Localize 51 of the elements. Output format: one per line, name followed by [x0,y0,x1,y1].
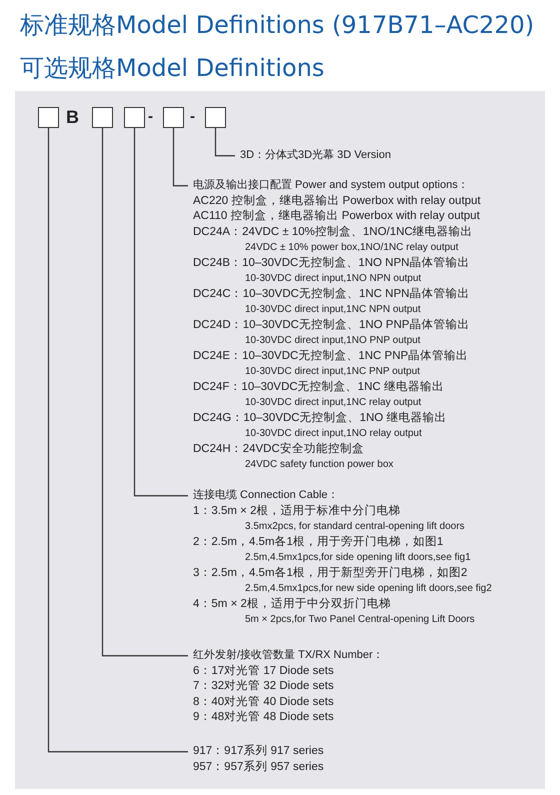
option-translation: 2.5m,4.5mx1pcs,for new side opening lift doors,see fig2 [244,582,492,596]
code-field-box [38,107,59,128]
connector-line [172,128,188,186]
option-text: DC24D：10–30VDC无控制盒、1NO PNP晶体管输出 [193,318,470,332]
option-text: 3D：分体式3D光幕 3D Version [240,148,391,163]
option-translation: 24VDC ± 10% power box,1NO/1NC relay output [244,241,458,255]
option-translation: 10-30VDC direct input,1NO relay output [244,427,422,441]
option-translation: 3.5mx2pcs, for standard central-opening lift doors [244,520,465,534]
code-field-box [124,107,145,128]
option-translation: 10-30VDC direct input,1NO PNP output [244,334,420,348]
option-text: 2：2.5m，4.5m各1根，用于旁开门电梯，如图1 [193,534,444,550]
option-text: DC24E：10–30VDC无控制盒、1NC PNP晶体管输出 [193,348,470,364]
connector-line [214,128,235,156]
option-text: 8：40对光管 40 Diode sets [193,694,335,710]
title: 标准规格Model Definitions (917B71–AC220) [20,10,534,40]
option-text: 7：32对光管 32 Diode sets [193,679,335,694]
subtitle: 可选规格Model Definitions [20,53,324,83]
option-text: 1：3.5m × 2根，适用于标准中分门电梯 [193,504,402,518]
option-text: 917：917系列 917 series [193,744,324,759]
code-dash: - [148,107,153,127]
connector-line [48,128,188,752]
option-translation: 10-30VDC direct input,1NO NPN output [244,272,422,286]
option-text: 3：2.5m，4.5m各1根，用于新型旁开门电梯，如图2 [193,566,468,580]
option-text: DC24A：24VDC ± 10%控制盒、1NO/1NC继电器输出 [193,224,474,240]
option-translation: 10-30VDC direct input,1NC relay output [244,396,422,410]
option-text: DC24G：10–30VDC无控制盒、1NO 继电器输出 [193,410,448,426]
option-translation: 24VDC safety function power box [244,458,394,472]
section-heading: 电源及输出接口配置 Power and system output options： [193,178,470,193]
code-field-box [92,107,113,128]
option-text: 4：5m × 2根，适用于中分双折门电梯 [193,596,392,612]
option-text: AC220 控制盒，继电器输出 Powerbox with relay output [193,194,481,208]
option-translation: 10-30VDC direct input,1NC PNP output [244,365,420,379]
section-heading: 红外发射/接收管数量 TX/RX Number： [193,648,384,663]
option-translation: 5m × 2pcs,for Two Panel Central-opening Lift Doors [244,613,475,627]
code-field-box [205,107,226,128]
option-text: 9：48对光管 48 Diode sets [193,710,335,725]
section-heading: 连接电缆 Connection Cable： [193,488,340,503]
code-dash: - [190,107,195,127]
option-text: DC24F：10–30VDC无控制盒、1NC 继电器输出 [193,380,445,394]
option-text: DC24C：10–30VDC无控制盒、1NC NPN晶体管输出 [193,286,470,302]
code-field-box [163,107,184,128]
option-text: DC24B：10–30VDC无控制盒、1NO NPN晶体管输出 [193,256,470,270]
option-text: AC110 控制盒，继电器输出 Powerbox with relay output [193,209,481,224]
option-translation: 10-30VDC direct input,1NC NPN output [244,303,421,317]
connector-line [134,128,188,496]
option-text: 957：957系列 957 series [193,760,324,774]
option-text: 6：17对光管 17 Diode sets [193,664,335,678]
code-letter: B [66,106,79,128]
connector-line [102,128,188,656]
option-translation: 2.5m,4.5mx1pcs,for side opening lift doors,see fig1 [244,551,471,565]
option-text: DC24H：24VDC安全功能控制盒 [193,442,365,456]
